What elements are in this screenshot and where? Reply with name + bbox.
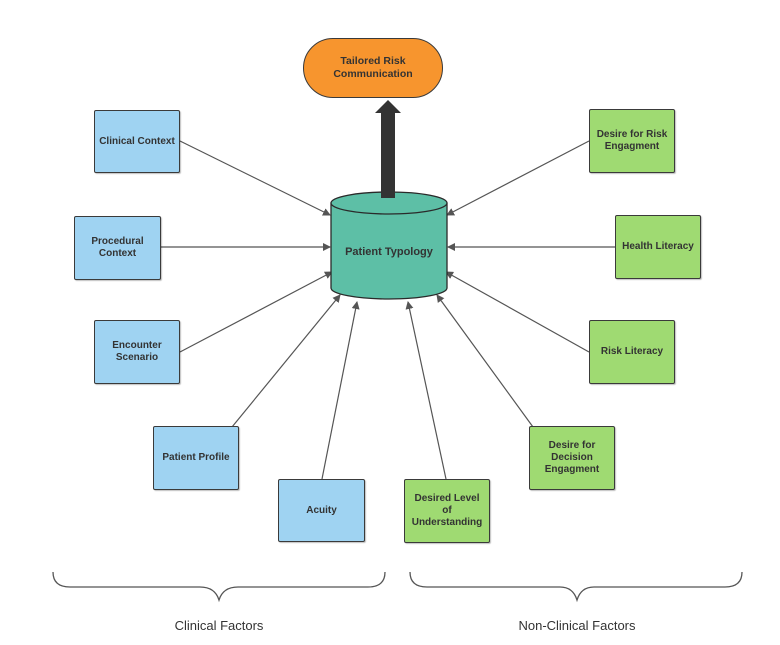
connector-risk-literacy	[445, 271, 590, 353]
connector-clinical-context	[179, 140, 331, 216]
node-label: Desire for Decision Engagment	[544, 440, 600, 475]
node-desired-level-of-understanding: Desired Level of Understanding	[404, 479, 490, 543]
node-label: Acuity	[306, 504, 337, 516]
connector-desire-decision-engagement	[436, 294, 534, 428]
node-label: Encounter Scenario	[112, 340, 162, 363]
node-label: Health Literacy	[622, 241, 694, 252]
group-label-non-clinical: Non-Clinical Factors	[518, 618, 636, 633]
node-label: Patient Profile	[162, 452, 230, 463]
connector-encounter-scenario	[179, 271, 333, 353]
node-label: Clinical Context	[99, 135, 175, 147]
tailored-risk-communication-node: Tailored Risk Communication	[303, 38, 443, 98]
node-desire-for-decision-engagement: Desire for Decision Engagment	[529, 426, 615, 490]
node-encounter-scenario: Encounter Scenario	[94, 320, 180, 384]
node-label: Desire for Risk Engagment	[596, 129, 668, 152]
node-health-literacy: Health Literacy	[615, 215, 701, 279]
patient-typology-label: Patient Typology	[345, 246, 433, 258]
node-procedural-context: Procedural Context	[74, 216, 161, 280]
node-patient-profile: Patient Profile	[153, 426, 239, 490]
patient-typology-cylinder	[330, 191, 448, 300]
node-desire-for-risk-engagement: Desire for Risk Engagment	[589, 109, 675, 173]
node-acuity: Acuity	[278, 479, 365, 542]
output-arrow	[375, 100, 401, 198]
node-label: Desired Level of Understanding	[411, 493, 483, 528]
brace-clinical	[52, 571, 386, 603]
connector-acuity	[321, 301, 360, 480]
group-label-clinical: Clinical Factors	[174, 618, 264, 633]
node-clinical-context: Clinical Context	[94, 110, 180, 173]
connector-patient-profile	[231, 294, 341, 428]
node-label: Procedural Context	[91, 236, 144, 259]
output-label: Tailored Risk Communication	[333, 55, 413, 80]
node-label: Risk Literacy	[600, 346, 664, 357]
connector-desired-level-understanding	[405, 301, 447, 480]
node-risk-literacy: Risk Literacy	[589, 320, 675, 384]
brace-non-clinical	[409, 571, 743, 603]
connector-desire-risk-engagement	[446, 140, 590, 216]
